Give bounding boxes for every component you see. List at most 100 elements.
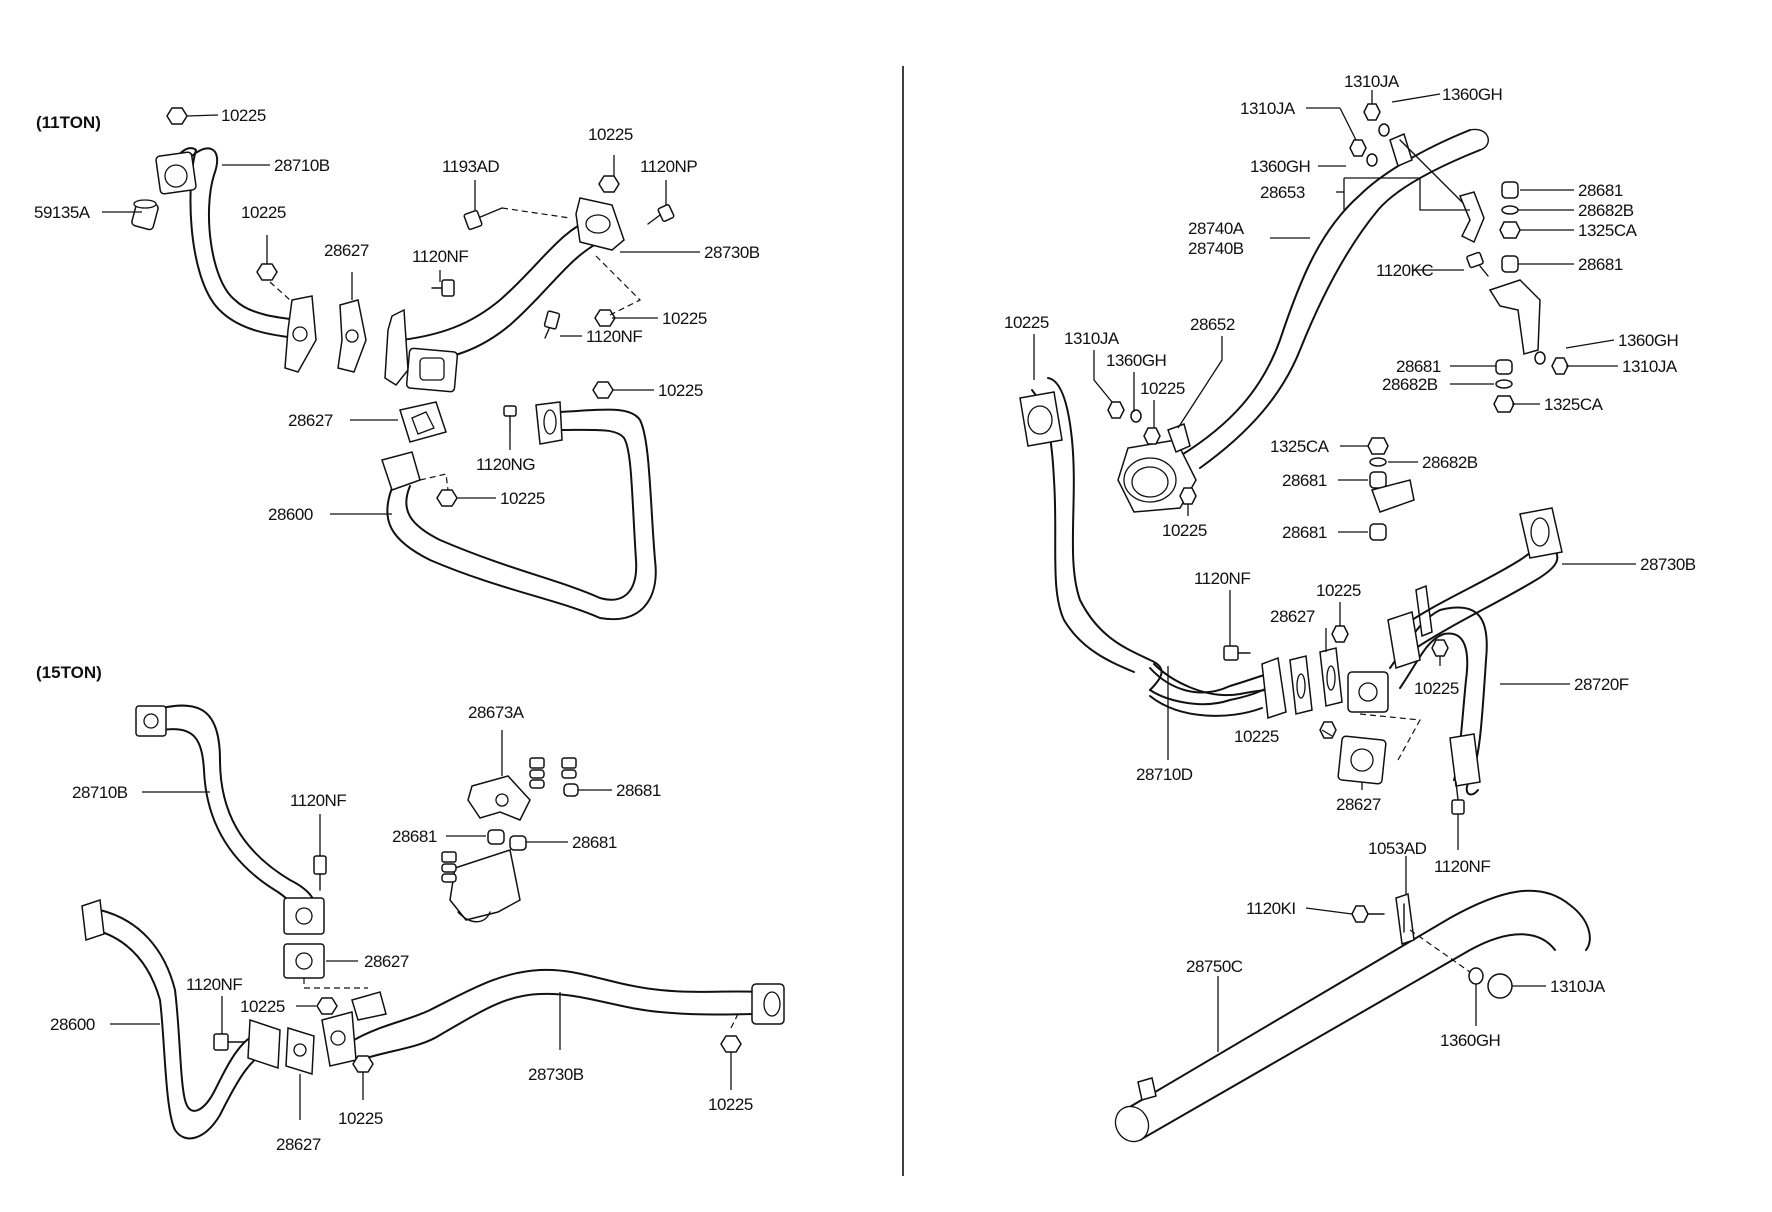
label-1120NF: 1120NF <box>586 327 642 346</box>
bolt-1120NF-a <box>431 279 455 297</box>
label-28740A: 28740A <box>1188 219 1245 238</box>
washer-1360GH <box>1468 967 1484 985</box>
bolt-1120KC <box>1466 251 1489 277</box>
group-right <box>1019 103 1591 1143</box>
nut-icon <box>592 381 614 399</box>
label-28600: 28600 <box>50 1015 95 1034</box>
washer-icon <box>1130 409 1142 423</box>
label-1325CA: 1325CA <box>1544 395 1604 414</box>
label-28730B: 28730B <box>704 243 760 262</box>
label-28730B: 28730B <box>1640 555 1696 574</box>
label-28682B: 28682B <box>1382 375 1438 394</box>
nut-icon <box>1179 487 1197 505</box>
label-10225: 10225 <box>1140 379 1185 398</box>
label-28681: 28681 <box>392 827 437 846</box>
bracket-hanger-right <box>1488 279 1541 355</box>
washer-28682B <box>1501 205 1519 215</box>
label-28627: 28627 <box>364 952 409 971</box>
label-10225: 10225 <box>241 203 286 222</box>
label-10225: 10225 <box>240 997 285 1016</box>
plug-59135A <box>131 199 159 231</box>
label-1310JA: 1310JA <box>1064 329 1120 348</box>
label-10225: 10225 <box>221 106 266 125</box>
label-1120NF: 1120NF <box>1434 857 1490 876</box>
group-11ton <box>131 107 675 621</box>
nut-1325CA <box>1499 221 1521 239</box>
label-10225: 10225 <box>588 125 633 144</box>
nut-1325CA <box>1367 437 1389 455</box>
bolt-1120NP <box>647 204 675 225</box>
bolt-1120NF-15b <box>213 1033 245 1051</box>
label-1120NF: 1120NF <box>290 791 346 810</box>
label-1193AD: 1193AD <box>442 157 499 176</box>
nut-icon <box>1107 401 1125 419</box>
isolator-1310JA <box>1487 973 1513 999</box>
bolt-1120NF-r2 <box>1451 781 1465 815</box>
label-1360GH: 1360GH <box>1440 1031 1500 1050</box>
label-1120NF: 1120NF <box>186 975 242 994</box>
washer-icon <box>1378 123 1390 137</box>
pipe-28600-15ton <box>81 898 271 1140</box>
label-28682B: 28682B <box>1578 201 1634 220</box>
label-28681: 28681 <box>1578 181 1623 200</box>
label-28710B: 28710B <box>274 156 330 175</box>
nut-icon <box>166 107 188 125</box>
section-15ton-label: (15TON) <box>36 663 102 682</box>
nut-icon <box>436 489 458 507</box>
label-28627: 28627 <box>288 411 333 430</box>
label-1360GH: 1360GH <box>1618 331 1678 350</box>
pipe-28720F <box>1389 584 1488 796</box>
nut-icon <box>316 997 338 1015</box>
label-1120KI: 1120KI <box>1246 899 1296 918</box>
pipe-28740AB <box>1117 128 1489 513</box>
nut-icon <box>598 175 620 193</box>
nut-icon <box>1363 103 1381 121</box>
label-1053AD: 1053AD <box>1368 839 1427 858</box>
nut-icon <box>720 1035 742 1053</box>
label-28710B: 28710B <box>72 783 128 802</box>
label-1360GH: 1360GH <box>1250 157 1310 176</box>
pipe-28600-11ton <box>381 401 657 621</box>
label-28750C: 28750C <box>1186 957 1243 976</box>
label-10225: 10225 <box>338 1109 383 1128</box>
flange-28600-end <box>247 1018 281 1070</box>
pipe-28710D <box>1019 377 1287 720</box>
nuts-stack-28681 <box>441 757 579 883</box>
isolator-28681 <box>1495 359 1513 375</box>
label-28682B: 28682B <box>1422 453 1478 472</box>
label-28720F: 28720F <box>1574 675 1629 694</box>
nut-icon <box>594 309 616 327</box>
nut-icon <box>256 263 278 281</box>
label-1360GH: 1360GH <box>1106 351 1166 370</box>
nut-1325CA <box>1493 395 1515 413</box>
washer-28682B <box>1369 457 1387 467</box>
label-10225: 10225 <box>1162 521 1207 540</box>
bolt-1120NF-r1 <box>1223 645 1251 661</box>
pipe-28730B-11ton <box>384 197 625 393</box>
label-28730B: 28730B <box>528 1065 584 1084</box>
label-28740B: 28740B <box>1188 239 1244 258</box>
label-28681: 28681 <box>1282 523 1327 542</box>
label-10225: 10225 <box>1316 581 1361 600</box>
label-1120NF: 1120NF <box>1194 569 1250 588</box>
nut-icon <box>352 1055 374 1073</box>
label-1310JA: 1310JA <box>1344 72 1400 91</box>
label-1310JA: 1310JA <box>1622 357 1678 376</box>
nut-icon <box>1331 625 1349 643</box>
label-10225: 10225 <box>658 381 703 400</box>
nut-icon <box>1349 139 1367 157</box>
label-28681: 28681 <box>1396 357 1441 376</box>
label-1360GH: 1360GH <box>1442 85 1502 104</box>
label-1310JA: 1310JA <box>1240 99 1296 118</box>
label-28681: 28681 <box>1578 255 1623 274</box>
label-10225: 10225 <box>708 1095 753 1114</box>
bolt-1193AD <box>463 207 571 231</box>
label-10225: 10225 <box>1414 679 1459 698</box>
label-28627: 28627 <box>276 1135 321 1154</box>
bracket-small <box>1371 479 1415 513</box>
label-28681: 28681 <box>572 833 617 852</box>
nut-icon <box>1319 721 1337 739</box>
label-10225: 10225 <box>1234 727 1279 746</box>
